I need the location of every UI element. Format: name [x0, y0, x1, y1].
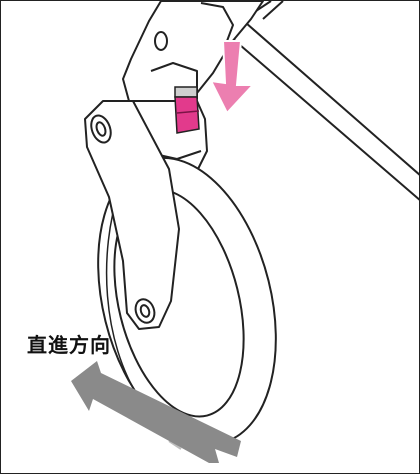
stroller-frame-tubes [232, 1, 419, 201]
upper-joint [122, 1, 264, 110]
press-down-arrow [209, 40, 256, 115]
fork-arm [84, 100, 180, 330]
direction-label: 直進方向 [27, 333, 111, 357]
lock-pedal [174, 86, 200, 134]
direction-arrow [71, 361, 241, 463]
